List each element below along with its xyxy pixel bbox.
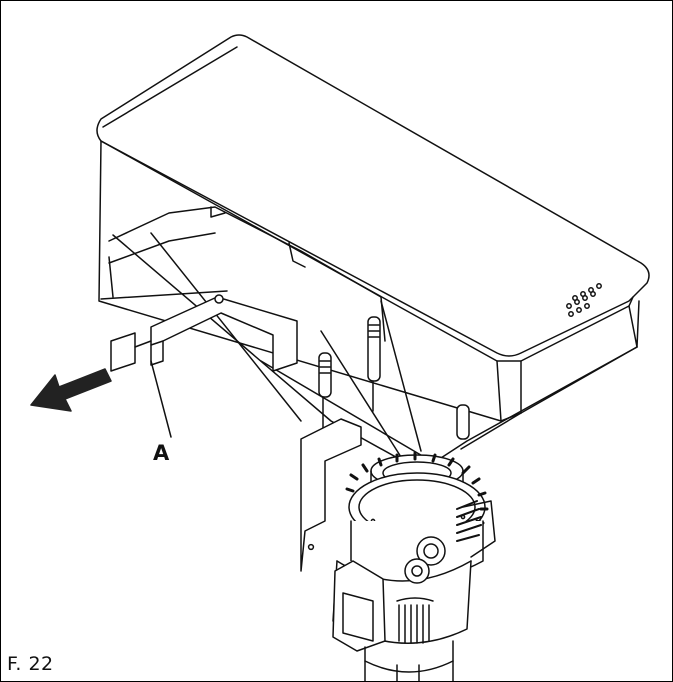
hopper-lid <box>96 34 650 357</box>
base-pillar <box>364 640 454 681</box>
worm-gear <box>456 500 482 542</box>
pin-left <box>318 352 332 398</box>
figure-label: F. 22 <box>7 653 54 675</box>
pin-center <box>367 316 381 382</box>
motor-fins <box>398 604 430 644</box>
slide-plate <box>150 296 298 372</box>
leader-line-a <box>150 360 172 438</box>
vent-holes <box>566 283 602 317</box>
pin-right <box>456 404 470 440</box>
bevel-gear <box>416 536 446 566</box>
part-a-label: A <box>153 441 170 465</box>
mount-bracket <box>300 418 362 572</box>
pull-arrow <box>30 368 112 412</box>
